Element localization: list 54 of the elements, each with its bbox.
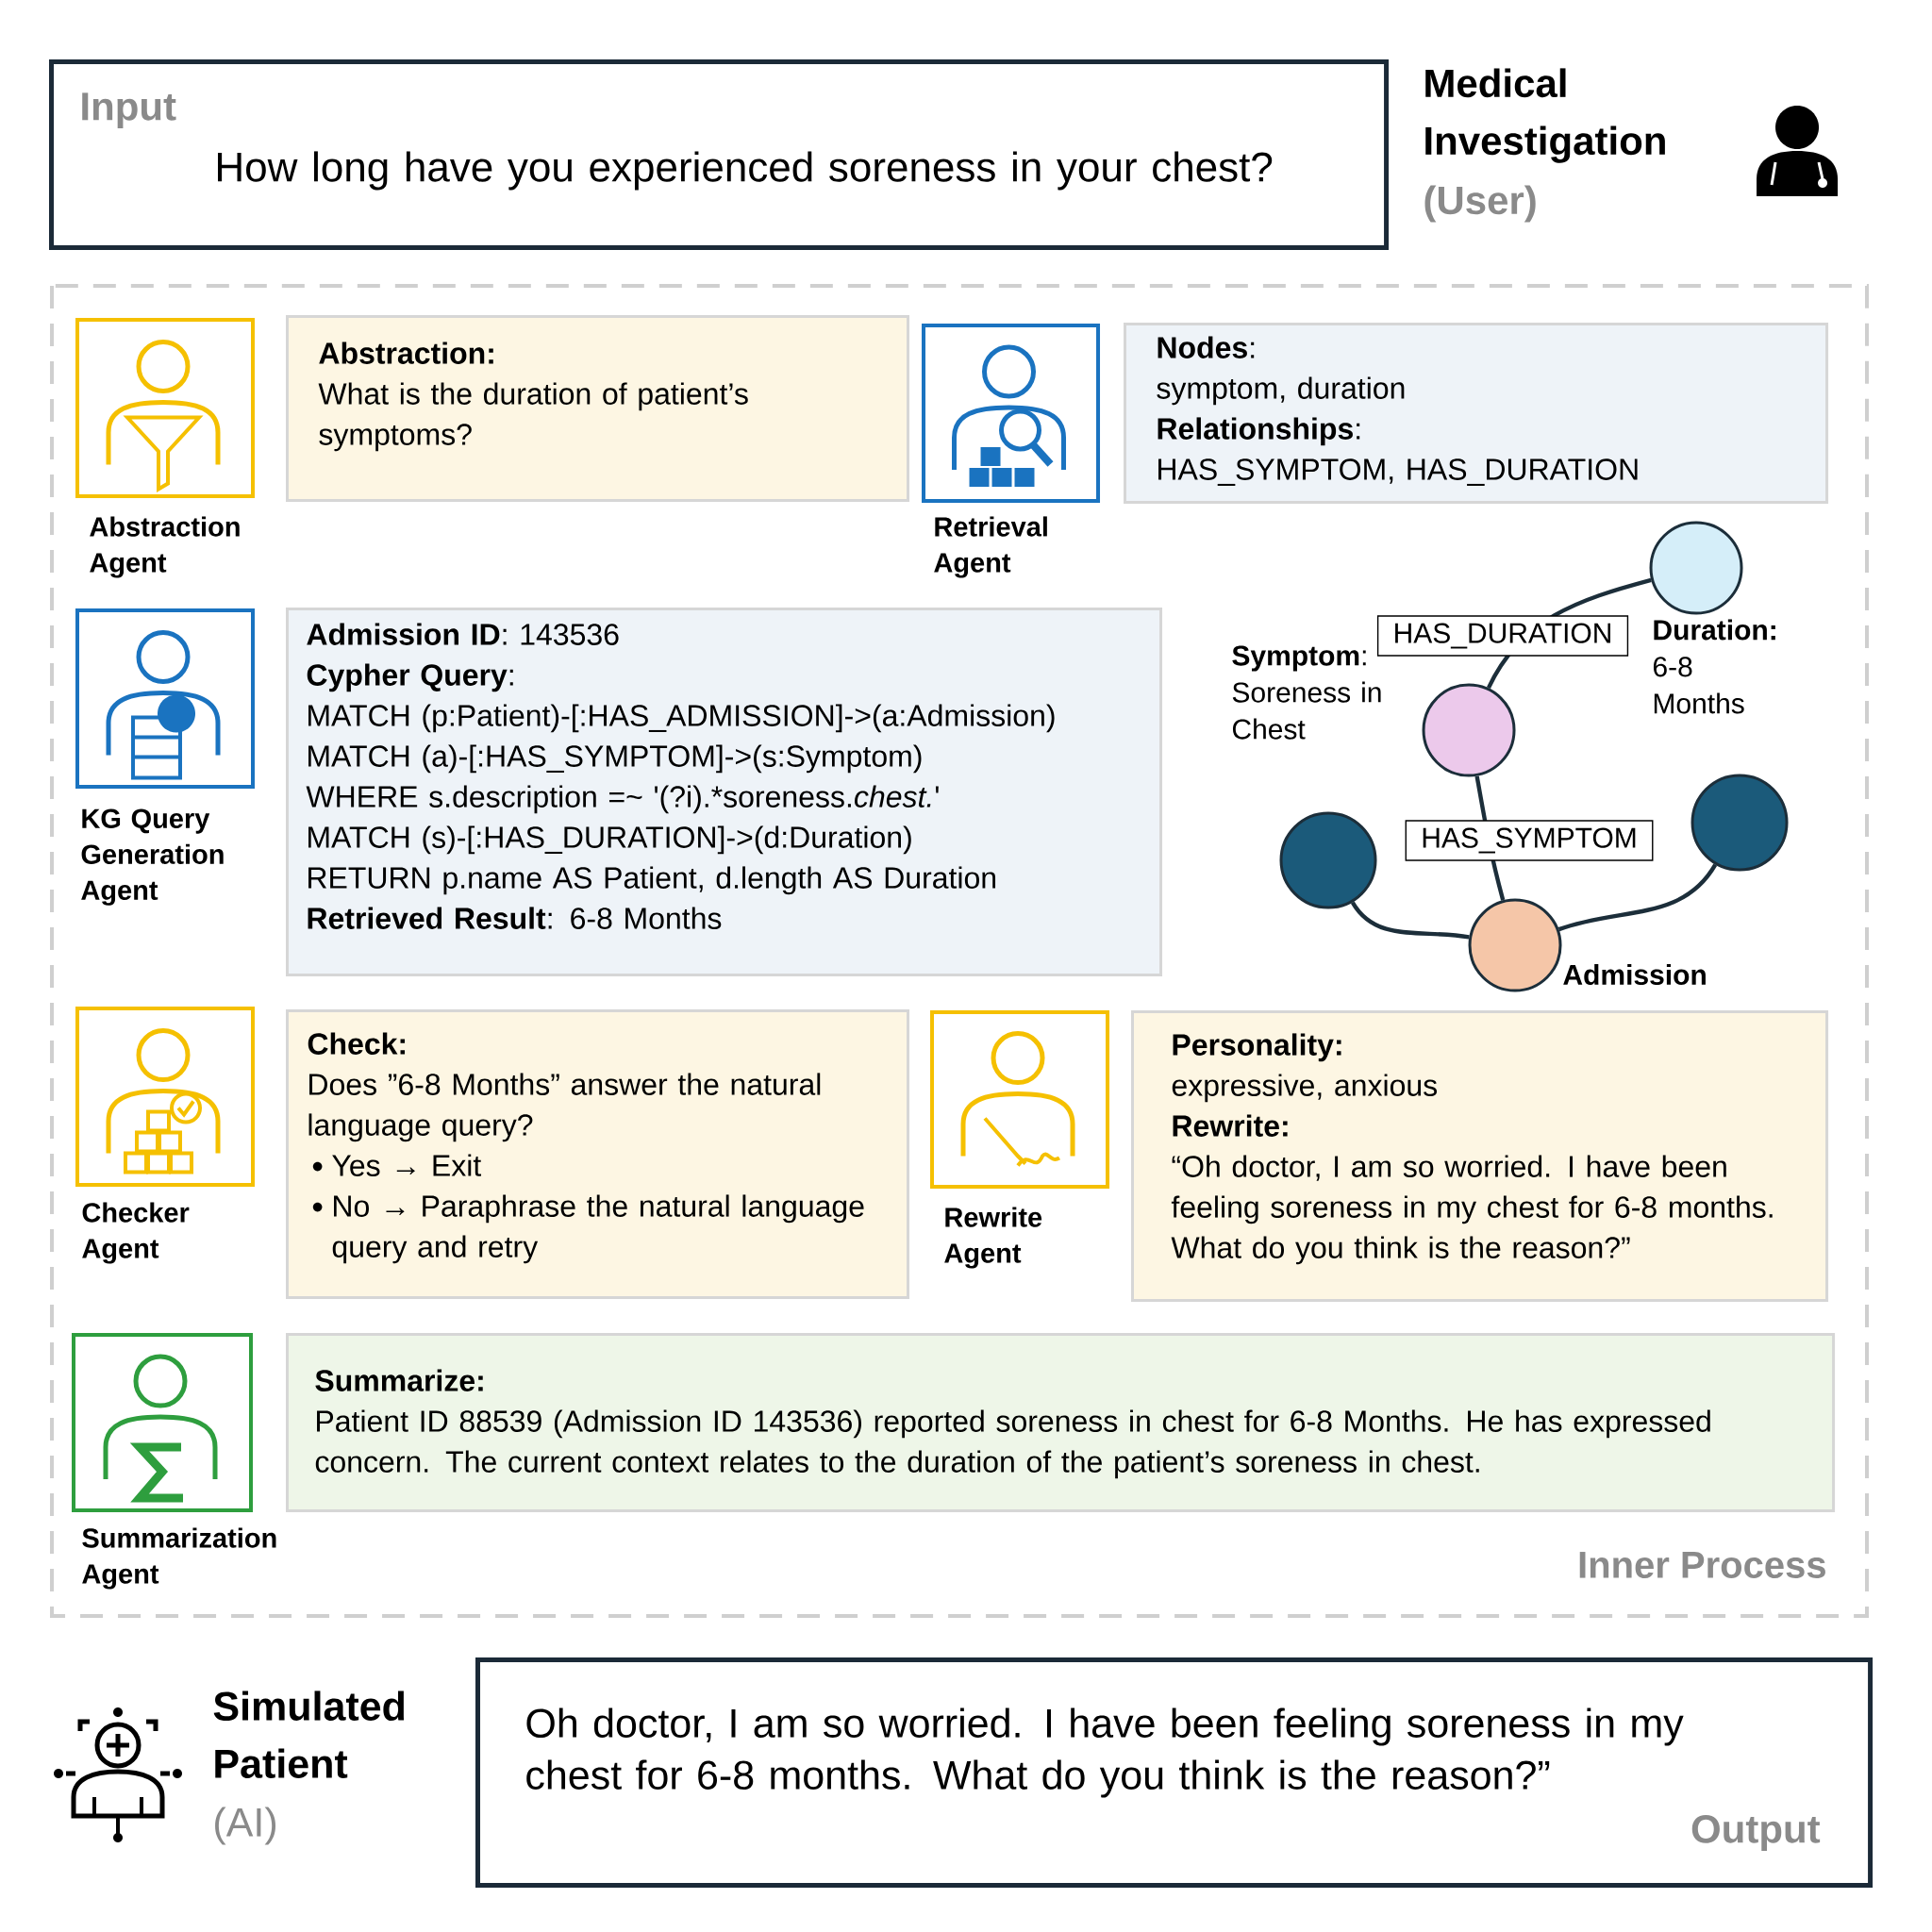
box-heading: Summarize: (315, 1369, 483, 1391)
text-box (286, 608, 1163, 976)
box-text: symptom, duration (1157, 376, 1405, 406)
box-heading: Abstraction: (319, 341, 493, 364)
agent-label: Abstraction Agent (90, 516, 240, 578)
box-text: MATCH (p:Patient)-[:HAS_ADMISSION]->(a:Admission) (308, 704, 1055, 733)
side-label: (User) (1424, 185, 1536, 223)
graph-node (1279, 811, 1377, 909)
box-text: Admission ID: 143536 (307, 623, 619, 645)
side-label: Simulated Patient (213, 1690, 405, 1778)
agent-label: Summarization Agent (82, 1527, 276, 1590)
bullet-text: Yes → Exit (332, 1154, 481, 1176)
box-text: Patient ID 88539 (Admission ID 143536) reported soreness in chest for 6-8 Months. He has expressed concern. The current context relates to the duration of the patient’s soreness in chest. (315, 1409, 1710, 1479)
box-text: WHERE s.description =~ '(?i).*soreness.chest.' (306, 785, 939, 814)
box-text: MATCH (a)-[:HAS_SYMPTOM]->(s:Symptom) (308, 744, 922, 774)
box-text: Does ”6-8 Months” answer the natural language query? (308, 1073, 821, 1142)
box-text: Nodes: (1158, 336, 1255, 358)
connector (1557, 863, 1718, 932)
agent-label: KG Query Generation Agent (81, 808, 224, 906)
text-frame (49, 59, 1390, 250)
side-label: (AI) (215, 1807, 275, 1845)
node-label: Admission (1563, 964, 1706, 985)
box-heading: Personality: (1173, 1033, 1341, 1062)
box-text: Cypher Query: (307, 663, 513, 692)
graph-node (1690, 774, 1789, 872)
box-text: expressive, anxious (1172, 1074, 1437, 1103)
box-heading: Rewrite: (1173, 1114, 1288, 1137)
side-label: Medical Investigation (1425, 68, 1665, 163)
connector (1350, 901, 1470, 940)
text-box (286, 1009, 910, 1299)
text-box (1131, 1010, 1829, 1302)
frame-heading: Input (82, 92, 176, 128)
box-text: RETURN p.name AS Patient, d.length AS Duration (308, 866, 995, 895)
box-text: MATCH (s)-[:HAS_DURATION]->(d:Duration) (308, 825, 911, 855)
question-text: How long have you experienced soreness in your chest? (218, 151, 1273, 191)
text-box (1124, 323, 1829, 504)
box-text: What is the duration of patient’s symptoms? (318, 382, 748, 452)
box-text: “Oh doctor, I am so worried. I have been feeling soreness in my chest for 6-8 months. What do you think is the reason?” (1171, 1155, 1773, 1265)
box-heading: Check: (308, 1032, 406, 1055)
frame-heading: Output (1691, 1815, 1821, 1852)
edge-label: HAS_DURATION (1376, 615, 1629, 657)
text-box (286, 1333, 1836, 1512)
agent-label: Checker Agent (82, 1202, 190, 1264)
edge-label: HAS_SYMPTOM (1405, 820, 1654, 861)
answer-text: Oh doctor, I am so worried. I have been feeling soreness in my chest for 6-8 months. What do you think is the reason?” (526, 1707, 1684, 1798)
node-label: Duration: 6-8 Months (1653, 619, 1775, 714)
box-text: Retrieved Result: 6-8 Months (308, 907, 722, 929)
agent-label: Retrieval Agent (934, 516, 1047, 578)
box-text: Relationships: (1158, 417, 1360, 446)
box-text: HAS_SYMPTOM, HAS_DURATION (1158, 458, 1638, 486)
agent-label: Rewrite Agent (944, 1207, 1042, 1269)
text-frame (475, 1657, 1874, 1889)
bullet-text: No → Paraphrase the natural language query and retry (332, 1194, 864, 1264)
text-box (286, 315, 910, 502)
